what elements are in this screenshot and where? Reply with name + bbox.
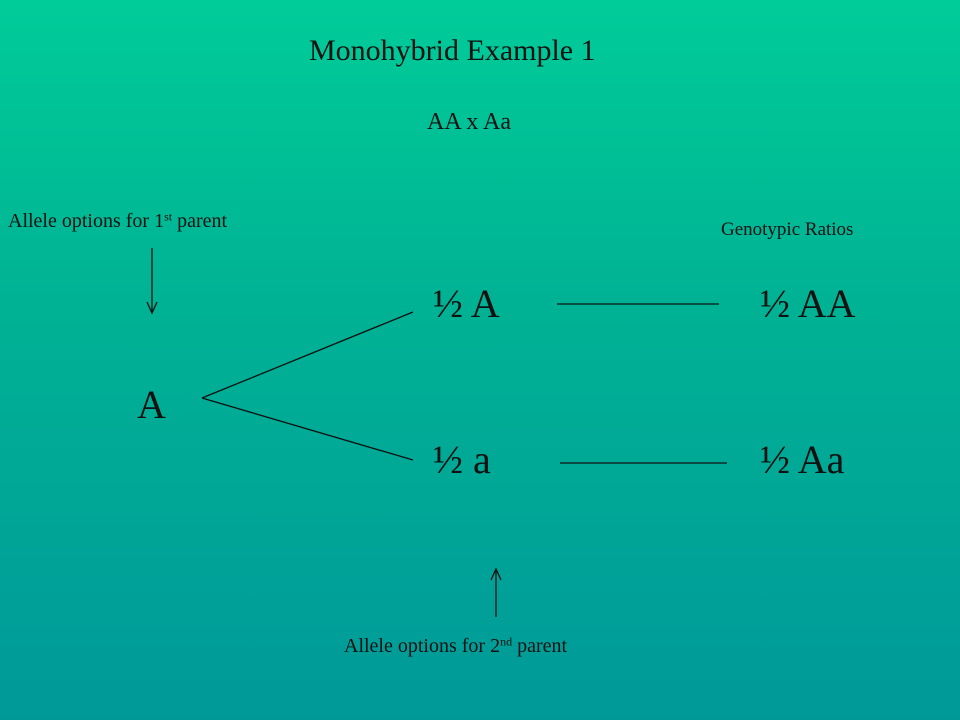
parent1-allele: A bbox=[137, 382, 166, 427]
parent1-arrowhead bbox=[146, 301, 158, 315]
genotype-ratio-AA: ½ AA bbox=[760, 281, 856, 326]
genotypic-ratios-heading: Genotypic Ratios bbox=[721, 219, 854, 240]
branch-line-upper bbox=[201, 311, 414, 399]
slide-title: Monohybrid Example 1 bbox=[309, 34, 596, 67]
genotype-ratio-Aa: ½ Aa bbox=[760, 437, 845, 482]
parent2-note-suffix: parent bbox=[512, 635, 568, 657]
branch-line-lower bbox=[201, 397, 414, 461]
parent1-note-suffix: parent bbox=[172, 210, 228, 232]
parent-cross: AA x Aa bbox=[427, 109, 511, 135]
parent1-note-text: Allele options for 1 bbox=[8, 210, 165, 232]
parent1-allele-note: Allele options for 1st parent bbox=[8, 209, 228, 232]
parent1-note-superscript: st bbox=[164, 209, 173, 224]
parent2-note-superscript: nd bbox=[500, 634, 513, 649]
parent2-allele-note: Allele options for 2nd parent bbox=[344, 634, 568, 657]
branch-allele-dominant: ½ A bbox=[433, 281, 500, 326]
branch-allele-recessive: ½ a bbox=[433, 437, 491, 482]
parent2-arrowhead bbox=[490, 567, 502, 581]
parent2-note-text: Allele options for 2 bbox=[344, 635, 501, 657]
